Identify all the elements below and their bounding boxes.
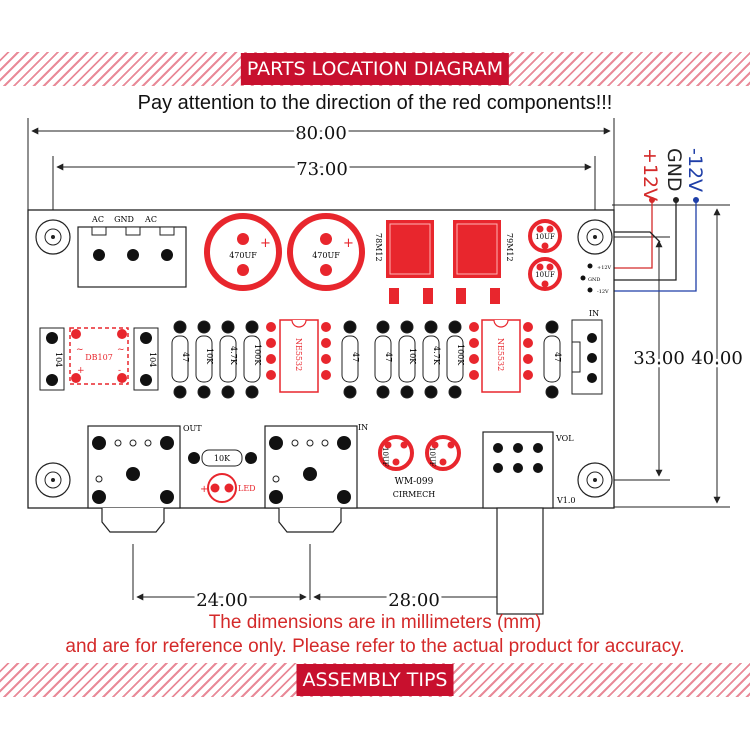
dimension-80: [27, 118, 615, 210]
out-label: OUT: [183, 424, 202, 433]
svg-text:~: ~: [76, 345, 84, 355]
assembly-tips-banner: ASSEMBLY TIPS: [296, 664, 454, 696]
input-jack: [264, 425, 358, 533]
cap-470uf-left-label: 470UF: [229, 251, 257, 260]
electrolytic-capacitor-left: +: [204, 213, 282, 291]
gnd-board-label: GND: [114, 215, 134, 224]
ac-terminal-block: [77, 226, 187, 288]
res-i-label: 100K: [456, 344, 465, 366]
minus12-terminal-dot: [693, 197, 699, 203]
res-b-label: 10K: [205, 348, 214, 365]
bridge-rectifier-db107: ~ ~ + -: [69, 327, 129, 385]
power-pin-plus12: +12V: [597, 265, 612, 271]
output-jack: [87, 425, 181, 533]
plus12-terminal-dot: [649, 197, 655, 203]
in-jack-label: IN: [358, 423, 368, 432]
cap-10uf-top-label: 10UF: [535, 233, 555, 241]
dimension-80-label: 80.00: [295, 123, 347, 144]
volume-potentiometer: [482, 431, 554, 615]
brand-label: CIRMECH: [393, 490, 435, 499]
rect-cap-right-label: 104: [148, 352, 157, 367]
section-title-banner: PARTS LOCATION DIAGRAM: [240, 53, 510, 85]
minus12-label: -12V: [684, 148, 706, 192]
vol-label: VOL: [555, 434, 574, 443]
cap-470uf-right-label: 470UF: [312, 251, 340, 260]
res-c-label: 4.7K: [229, 346, 238, 366]
svg-text:-: -: [118, 366, 121, 376]
res-j-label: 47: [553, 352, 562, 362]
svg-text:~: ~: [117, 345, 125, 355]
notice-text: Pay attention to the direction of the re…: [137, 92, 613, 114]
reg-78m12-label: 78M12: [374, 233, 383, 262]
dimension-73: [52, 156, 596, 210]
in-header-label: IN: [589, 309, 599, 318]
ac-label-1: AC: [91, 215, 104, 224]
resistor-group-right: [374, 320, 561, 399]
svg-text:+: +: [260, 236, 271, 251]
bottom-cap-1-label: 10UF: [381, 447, 389, 467]
power-pin-gnd: GND: [588, 277, 600, 283]
led-resistor-label: 10K: [214, 454, 231, 463]
rectifier-cap-left: [39, 327, 65, 391]
power-header-pins: [580, 263, 593, 293]
opamp-left-label: NE5532: [294, 338, 303, 371]
dimension-33-label: 33.00: [633, 348, 685, 369]
electrolytic-capacitor-right: +: [287, 213, 365, 291]
voltage-regulator-78m12: [386, 220, 434, 304]
bottom-capacitor-2: [425, 435, 461, 471]
svg-text:+: +: [200, 484, 208, 495]
rect-cap-left-label: 104: [54, 352, 63, 367]
power-wires: [600, 200, 697, 292]
res-f-label: 47: [384, 352, 393, 362]
dimension-24: [132, 544, 519, 601]
version-label: V1.0: [556, 496, 576, 505]
opamp-right-ic: [469, 319, 533, 393]
bottom-cap-2-label: 10UF: [428, 447, 436, 467]
power-pin-minus12: -12V: [597, 289, 609, 295]
res-d-label: 100K: [253, 344, 262, 366]
led-resistor: [188, 449, 257, 467]
res-e-label: 47: [351, 352, 360, 362]
footer-note-line1: The dimensions are in millimeters (mm): [208, 612, 542, 633]
dimension-28-label: 28.00: [388, 590, 440, 611]
reg-79m12-label: 79M12: [505, 233, 514, 262]
rectifier-cap-right: [133, 327, 159, 391]
gnd-terminal-dot: [673, 197, 679, 203]
input-header: [571, 319, 603, 395]
bottom-capacitor-1: [378, 435, 414, 471]
led-label: LED: [238, 484, 256, 493]
dimension-24-label: 24.00: [196, 590, 248, 611]
res-g-label: 10K: [408, 348, 417, 365]
footer-note-line2: and are for reference only. Please refer…: [65, 636, 685, 657]
small-capacitor-bottom: [528, 257, 562, 291]
dimension-73-label: 73.00: [296, 159, 348, 180]
plus12-label: +12V: [639, 148, 661, 201]
svg-text:+: +: [77, 366, 85, 376]
mounting-holes: [35, 219, 613, 498]
model-label: WM-099: [395, 477, 434, 487]
ac-label-2: AC: [144, 215, 157, 224]
res-a-label: 47: [181, 352, 190, 362]
opamp-right-label: NE5532: [496, 338, 505, 371]
led-component: +: [200, 473, 237, 503]
bridge-label: DB107: [85, 353, 113, 362]
small-capacitor-top: [528, 219, 562, 253]
voltage-regulator-79m12: [453, 220, 501, 304]
svg-text:+: +: [343, 236, 354, 251]
dimension-40-label: 40.00: [691, 348, 743, 369]
cap-10uf-bottom-label: 10UF: [535, 271, 555, 279]
resistor-group-left: [171, 320, 359, 399]
dimension-40: [612, 204, 730, 508]
res-h-label: 4.7K: [432, 346, 441, 366]
opamp-left-ic: [266, 319, 331, 393]
gnd-label: GND: [663, 148, 685, 192]
